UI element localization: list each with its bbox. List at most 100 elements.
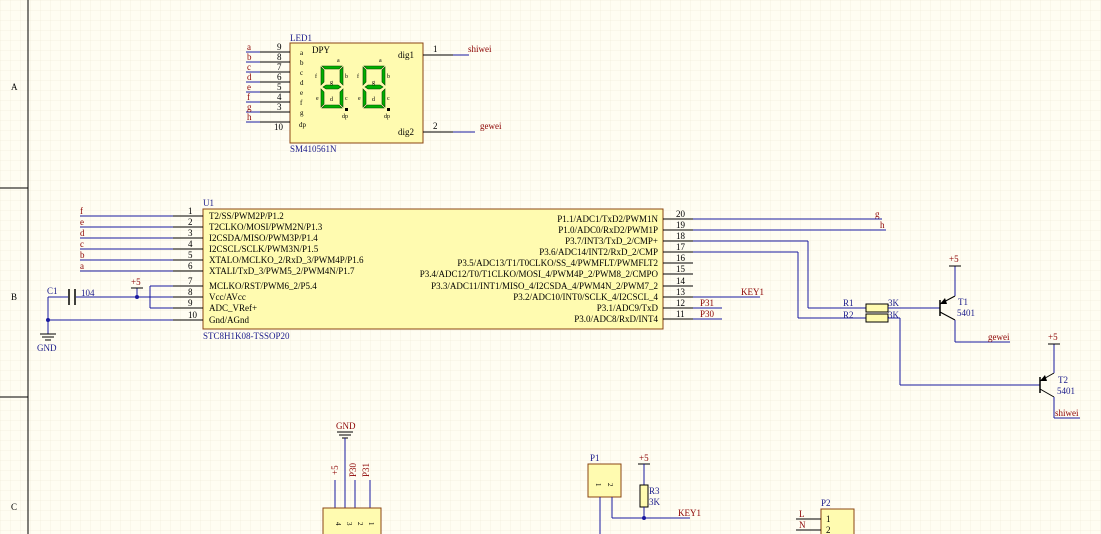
mcu-pin-num-12: 12 bbox=[676, 298, 685, 308]
seven-seg-digit-2 bbox=[362, 65, 390, 111]
led-net-b: b bbox=[247, 52, 252, 62]
t2-net: shiwei bbox=[1055, 408, 1079, 418]
mcu-pin-name-3: I2CSDA/MISO/PWM3P/P1.4 bbox=[209, 233, 318, 243]
seg-label-d-2: d bbox=[372, 97, 375, 103]
connector-p2[interactable]: P2 1 2 L N bbox=[796, 498, 855, 534]
mcu-pin-name-17: P3.6/ADC14/INT2/RxD_2/CMP bbox=[539, 247, 658, 257]
mcu-pin-num-18: 18 bbox=[676, 231, 686, 241]
r2-designator: R2 bbox=[843, 310, 854, 320]
mcu-net-3: d bbox=[80, 228, 85, 238]
mcu-net-12: P31 bbox=[700, 298, 714, 308]
header-net-p31: P31 bbox=[361, 463, 371, 477]
p2-net-n: N bbox=[799, 520, 806, 530]
led-pin-5: 5 bbox=[277, 82, 282, 92]
sheet-border: A B C bbox=[0, 0, 29, 534]
mcu-net-5: b bbox=[80, 250, 85, 260]
zone-label-a: A bbox=[11, 82, 18, 92]
seg-label-e-1: e bbox=[316, 96, 319, 102]
led-body[interactable] bbox=[289, 42, 424, 144]
led-net-c: c bbox=[247, 62, 251, 72]
t1-vcc: +5 bbox=[949, 254, 959, 264]
mcu-pin-name-8: Vcc/AVcc bbox=[209, 292, 246, 302]
capacitor-c1[interactable]: C1 104 bbox=[47, 286, 95, 305]
t2-part: 5401 bbox=[1057, 386, 1075, 396]
transistor-t2[interactable]: +5 T2 5401 shiwei bbox=[1039, 332, 1080, 419]
connector-p1[interactable]: P1 1 2 bbox=[587, 453, 690, 534]
mcu-pin-num-14: 14 bbox=[676, 276, 686, 286]
p1-body[interactable] bbox=[587, 463, 622, 498]
mcu-pin-name-19: P1.0/ADC0/RxD2/PWM1P bbox=[558, 225, 658, 235]
p1-pin-2: 2 bbox=[606, 483, 614, 487]
led-net-a: a bbox=[247, 42, 251, 52]
mcu-pin-name-15: P3.4/ADC12/T0/T1CLKO/MOSI_4/PWM4P_2/PWM8… bbox=[420, 269, 659, 279]
led-pin-9: 9 bbox=[277, 42, 282, 52]
mcu-body[interactable] bbox=[202, 208, 664, 330]
mcu-net-13: KEY1 bbox=[741, 287, 764, 297]
cap-designator: C1 bbox=[47, 286, 58, 296]
led-pin-7: 7 bbox=[277, 62, 282, 72]
header-pin-3: 3 bbox=[345, 522, 353, 526]
mcu-pin-num-7: 7 bbox=[188, 276, 193, 286]
mcu-net-2: e bbox=[80, 217, 84, 227]
mcu-pin-num-17: 17 bbox=[676, 242, 686, 252]
zone-label-b: B bbox=[11, 292, 17, 302]
resistor-r3[interactable]: +5 R3 3K KEY1 bbox=[638, 453, 701, 520]
led-type-label: DPY bbox=[312, 45, 331, 55]
led-pinname-f: f bbox=[300, 99, 303, 107]
mcu-pin-num-6: 6 bbox=[188, 261, 193, 271]
led-pinname-dig1: dig1 bbox=[398, 50, 414, 60]
led-display[interactable]: LED1 DPY SM410561N a b c d e bbox=[246, 33, 502, 154]
transistor-t1[interactable]: +5 T1 5401 gewei bbox=[939, 254, 1010, 343]
mcu-pin-name-2: T2CLKO/MOSI/PWM2N/P1.3 bbox=[209, 222, 323, 232]
mcu-pin-name-10: Gnd/AGnd bbox=[209, 315, 249, 325]
t2-designator: T2 bbox=[1058, 375, 1068, 385]
mcu-right-wires bbox=[693, 218, 886, 320]
seg-label-a-1: a bbox=[337, 58, 340, 64]
led-part: SM410561N bbox=[290, 144, 337, 154]
seven-seg-digit-1 bbox=[320, 65, 348, 111]
led-net-d: d bbox=[247, 72, 252, 82]
mcu-part: STC8H1K08-TSSOP20 bbox=[203, 331, 290, 341]
led-net-f: f bbox=[247, 92, 250, 102]
cap-value: 104 bbox=[81, 288, 95, 298]
mcu-net-19: h bbox=[880, 220, 885, 230]
seg-label-a-2: a bbox=[379, 58, 382, 64]
header-pin-4: 4 bbox=[334, 522, 342, 526]
mcu-pin-name-5: XTALO/MCLKO_2/RxD_3/PWM4P/P1.6 bbox=[209, 255, 364, 265]
r3-value: 3K bbox=[649, 497, 661, 507]
header-body[interactable] bbox=[322, 507, 382, 534]
seg-label-c-1: c bbox=[345, 96, 348, 102]
seg-label-c-2: c bbox=[387, 96, 390, 102]
header-pin-1: 1 bbox=[367, 522, 375, 526]
led-pin-1: 1 bbox=[433, 44, 438, 54]
seg-label-f-1: f bbox=[315, 73, 317, 80]
led-pin-3: 3 bbox=[277, 102, 282, 112]
mcu-pin-num-1: 1 bbox=[188, 206, 193, 216]
led-pinname-c: c bbox=[300, 69, 303, 77]
t1-designator: T1 bbox=[958, 297, 968, 307]
seg-label-g-2: g bbox=[372, 80, 375, 86]
net-shiwei-led: shiwei bbox=[468, 44, 492, 54]
mcu-pin-name-7: MCLKO/RST/PWM6_2/P5.4 bbox=[209, 281, 317, 291]
mcu-pin-num-15: 15 bbox=[676, 264, 686, 274]
led-net-g: g bbox=[247, 102, 252, 112]
p2-body[interactable] bbox=[820, 508, 855, 534]
mcu-pin-num-8: 8 bbox=[188, 287, 193, 297]
led-pin-10: 10 bbox=[274, 122, 284, 132]
mcu-pin-num-2: 2 bbox=[188, 217, 193, 227]
mcu-pin-num-9: 9 bbox=[188, 298, 193, 308]
mcu-net-20: g bbox=[875, 209, 880, 219]
mcu-pin-num-10: 10 bbox=[188, 310, 198, 320]
led-pinname-b: b bbox=[300, 59, 304, 67]
mcu-net-1: f bbox=[80, 206, 83, 216]
led-pinname-dp: dp bbox=[299, 121, 307, 129]
mcu-pin-name-12: P3.1/ADC9/TxD bbox=[597, 303, 659, 313]
t2-vcc: +5 bbox=[1048, 332, 1058, 342]
led-pin-6: 6 bbox=[277, 72, 282, 82]
mcu-pin-name-11: P3.0/ADC8/RxD/INT4 bbox=[574, 314, 658, 324]
led-designator: LED1 bbox=[290, 33, 312, 43]
programming-header[interactable]: GND +5 P30 P31 4 3 2 1 bbox=[322, 421, 382, 534]
